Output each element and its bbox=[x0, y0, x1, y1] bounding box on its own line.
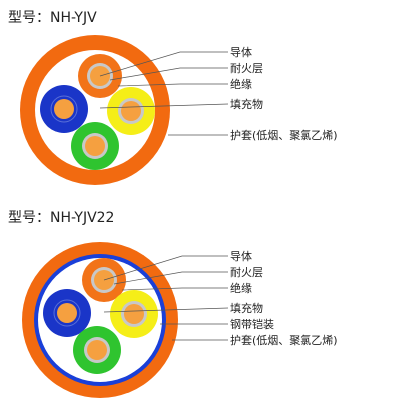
model-title-nh-yjv: 型号：NH-YJV bbox=[8, 10, 97, 26]
core-blue bbox=[40, 85, 88, 133]
label-sheath: 护套(低烟、聚氯乙烯) bbox=[230, 128, 338, 142]
label-fire-layer: 耐火层 bbox=[230, 62, 263, 75]
leader-conductor bbox=[103, 255, 228, 281]
core-yellow bbox=[110, 290, 158, 338]
conductor bbox=[85, 136, 105, 156]
leader-conductor bbox=[99, 51, 228, 77]
filler-area bbox=[35, 50, 155, 170]
leader-fire-layer bbox=[113, 271, 228, 285]
core-blue bbox=[43, 289, 91, 337]
label-fire-layer: 耐火层 bbox=[230, 266, 263, 279]
label-insulation: 绝缘 bbox=[230, 281, 252, 295]
core-green bbox=[71, 122, 119, 170]
filler-area bbox=[38, 258, 162, 382]
label-filler: 填充物 bbox=[230, 97, 263, 111]
core-green bbox=[73, 326, 121, 374]
label-armour: 钢带铠装 bbox=[230, 317, 274, 331]
core-yellow bbox=[107, 87, 155, 135]
conductor bbox=[121, 101, 141, 121]
label-conductor: 导体 bbox=[230, 45, 252, 59]
cable-nh-yjv22: 型号：NH-YJV22 导体 耐火层 bbox=[8, 210, 338, 398]
conductor bbox=[124, 304, 144, 324]
leader-fire-layer bbox=[109, 67, 228, 81]
leader-insulation bbox=[121, 287, 228, 291]
leader-insulation bbox=[117, 83, 228, 87]
conductor bbox=[57, 303, 77, 323]
label-conductor: 导体 bbox=[230, 249, 252, 263]
leader-filler bbox=[103, 307, 229, 313]
conductor bbox=[54, 99, 74, 119]
label-sheath: 护套(低烟、聚氯乙烯) bbox=[230, 333, 338, 347]
label-insulation: 绝缘 bbox=[230, 77, 252, 91]
conductor bbox=[87, 340, 107, 360]
label-filler: 填充物 bbox=[230, 301, 263, 315]
model-title-nh-yjv22: 型号：NH-YJV22 bbox=[8, 210, 114, 226]
leader-filler bbox=[99, 103, 229, 109]
cable-nh-yjv: 型号：NH-YJV bbox=[8, 10, 338, 185]
